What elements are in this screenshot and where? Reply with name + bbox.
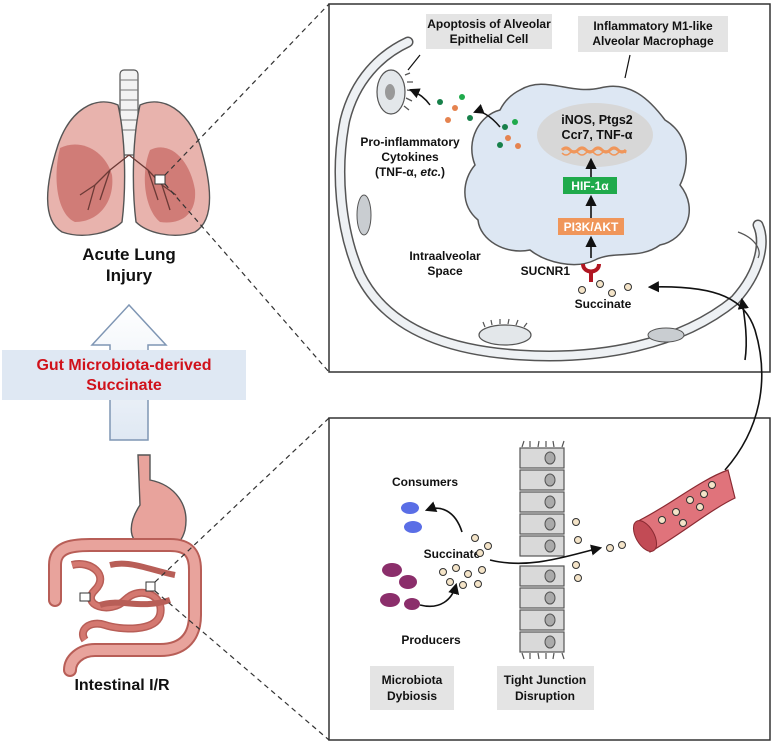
arrow-label-band xyxy=(2,350,246,400)
genes-line2: Ccr7, TNF-α xyxy=(562,128,633,142)
gut-label: Intestinal I/R xyxy=(74,677,170,694)
intestine-illustration xyxy=(48,454,202,677)
macrophage-line1: Inflammatory M1-like xyxy=(593,19,713,33)
succinate-label-top: Succinate xyxy=(575,297,632,311)
macrophage-line2: Alveolar Macrophage xyxy=(592,34,714,48)
lung-label-line2: Injury xyxy=(106,266,153,285)
pi3k-box xyxy=(558,218,624,235)
receptor-label: SUCNR1 xyxy=(521,264,571,278)
arrow-label-line1: Gut Microbiota-derived xyxy=(36,357,211,374)
apoptosis-box xyxy=(426,14,552,49)
arrow-from-producers xyxy=(419,582,460,607)
blood-vessel xyxy=(632,469,736,553)
lung-illustration xyxy=(46,69,211,236)
consumers-label: Consumers xyxy=(392,475,458,489)
apoptotic-cell xyxy=(376,69,414,115)
arrow-to-consumers xyxy=(424,501,463,533)
cytokine-dots-inner xyxy=(497,119,521,149)
arrow-to-wall xyxy=(737,297,749,361)
succinate-dots-top xyxy=(578,280,632,297)
producer-bacteria xyxy=(380,563,420,610)
hif-box xyxy=(563,177,617,194)
epithelial-column xyxy=(519,440,565,660)
cytokines-line2: Cytokines xyxy=(381,150,439,164)
tj-line1: Tight Junction xyxy=(504,673,586,687)
macrophage-pointer xyxy=(624,54,631,79)
hif-label: HIF-1α xyxy=(571,179,609,193)
dysbiosis-line1: Microbiota xyxy=(382,673,443,687)
lung-label-line1: Acute Lung xyxy=(82,245,176,264)
tj-line2: Disruption xyxy=(515,689,575,703)
arrow-through-barrier xyxy=(489,544,603,565)
producers-label: Producers xyxy=(401,633,461,647)
apoptosis-pointer xyxy=(407,54,421,71)
apoptosis-line2: Epithelial Cell xyxy=(450,32,529,46)
tight-junction-box xyxy=(497,666,594,710)
cytokines-line3: (TNF-α, etc.) xyxy=(375,165,445,179)
arrow-label-line2: Succinate xyxy=(86,377,162,394)
consumer-bacteria xyxy=(401,502,422,533)
arrow-cytokines-out xyxy=(473,104,501,128)
mrna-strand-2 xyxy=(561,150,627,156)
genes-line1: iNOS, Ptgs2 xyxy=(561,113,633,127)
macrophage-box xyxy=(578,16,728,52)
space-line1: Intraalveolar xyxy=(409,249,481,263)
alveolar-wall-inner xyxy=(336,38,766,360)
succinate-label-bottom: Succinate xyxy=(424,547,481,561)
bottom-wall-cell xyxy=(478,318,532,346)
zoom-connectors xyxy=(154,3,330,741)
space-line2: Space xyxy=(427,264,463,278)
sucnr1-receptor xyxy=(581,263,601,282)
succinate-dots-lumen xyxy=(439,518,626,589)
apoptosis-line1: Apoptosis of Alveolar xyxy=(427,17,551,31)
arrow-to-succinate-top xyxy=(647,281,763,471)
dysbiosis-line2: Dybiosis xyxy=(387,689,437,703)
pi3k-label: PI3K/AKT xyxy=(564,220,619,234)
cytokine-dots-outer xyxy=(437,94,473,123)
cytokines-line1: Pro-inflammatory xyxy=(360,135,460,149)
dysbiosis-box xyxy=(370,666,454,710)
arrow-cytokines-to-cell xyxy=(409,88,431,106)
